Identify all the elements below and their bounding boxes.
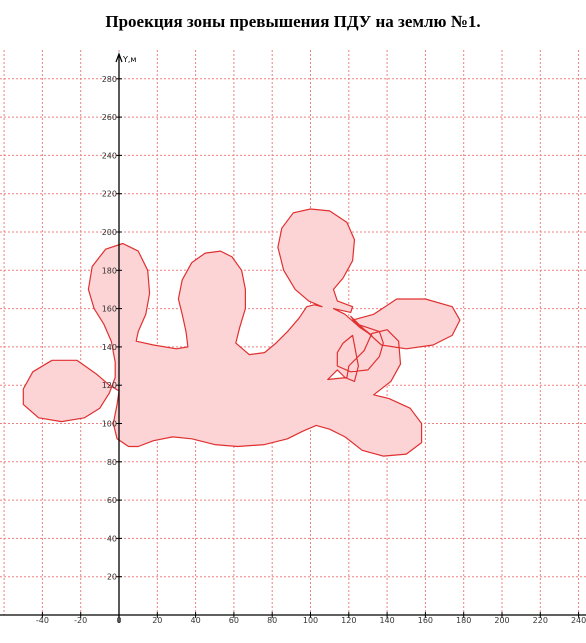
x-tick-label: 200 [494, 616, 509, 625]
exceedance-zone-shape [22, 208, 461, 457]
x-tick-label: 80 [267, 616, 277, 625]
chart-title: Проекция зоны превышения ПДУ на землю №1… [105, 12, 481, 31]
x-tick-label: 120 [341, 616, 356, 625]
chart-axes [0, 52, 586, 623]
y-tick-label: 140 [102, 343, 117, 352]
chart-tick-labels: -40 -20 0 20 40 60 80 100 120 140 160 180 200 220 240 2… [36, 75, 586, 625]
x-tick-label: 160 [418, 616, 433, 625]
y-tick-label: 220 [102, 190, 117, 199]
y-tick-label: 80 [107, 458, 117, 467]
y-tick-label: 100 [102, 420, 117, 429]
x-tick-label: 240 [571, 616, 586, 625]
x-tick-label: 0 [116, 616, 121, 625]
x-tick-label: 40 [191, 616, 201, 625]
x-tick-label: 140 [379, 616, 394, 625]
x-tick-label: 180 [456, 616, 471, 625]
x-tick-label: -40 [36, 616, 49, 625]
y-axis-arrow [115, 52, 123, 63]
y-tick-label: 240 [102, 151, 117, 160]
y-tick-label: 160 [102, 305, 117, 314]
x-tick-label: 60 [229, 616, 239, 625]
chart-series-layer [22, 208, 461, 457]
x-tick-label: 20 [152, 616, 162, 625]
y-tick-label: 120 [102, 381, 117, 390]
x-tick-label: -20 [74, 616, 87, 625]
y-tick-label: 40 [107, 534, 117, 543]
x-tick-label: 220 [533, 616, 548, 625]
y-tick-label: 280 [102, 75, 117, 84]
y-tick-label: 20 [107, 573, 117, 582]
y-tick-label: 200 [102, 228, 117, 237]
y-tick-label: 60 [107, 496, 117, 505]
y-tick-label: 180 [102, 266, 117, 275]
y-axis-label: Y,м [122, 55, 136, 64]
x-tick-label: 100 [303, 616, 318, 625]
y-tick-label: 260 [102, 113, 117, 122]
